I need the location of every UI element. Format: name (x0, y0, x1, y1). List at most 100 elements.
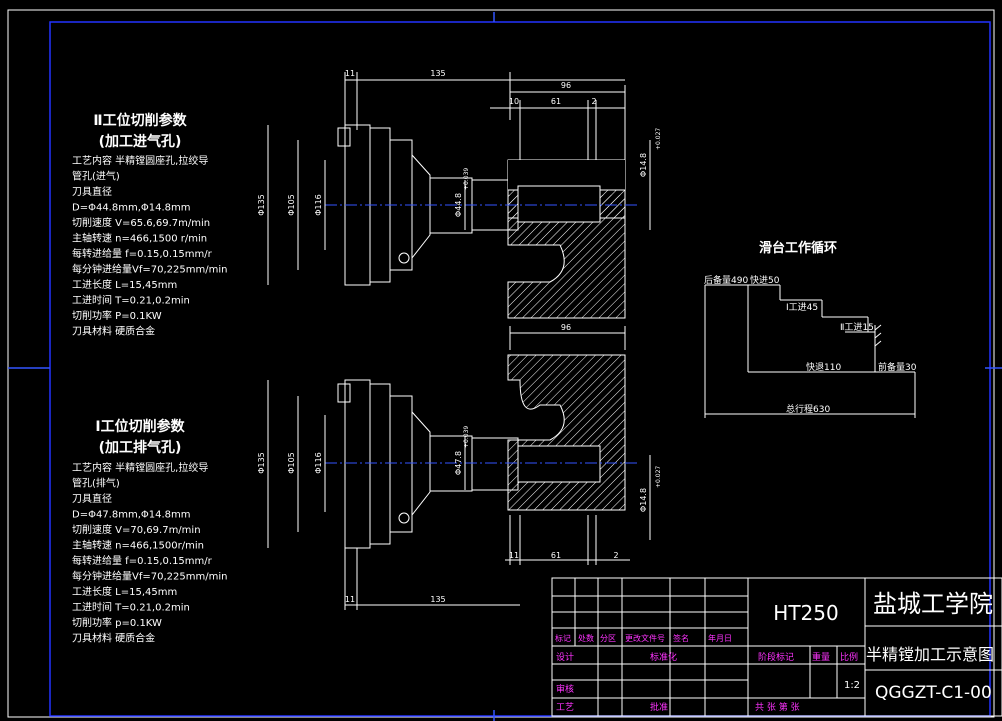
dim-tolerance: +0.027 (655, 128, 662, 150)
dim-label: 61 (551, 97, 561, 106)
param-row: 切削速度 V=65.6,69.7m/min (72, 216, 210, 229)
tb-stage: 阶段标记 (758, 651, 794, 663)
tb-header-cell: 年月日 (708, 633, 732, 643)
tb-design: 设计 (556, 651, 574, 663)
work-cycle-diagram (704, 284, 916, 418)
bottom-dim-labels: 96 11 61 2 11 135 Φ135 Φ105 Φ116 Φ47.8 +… (257, 323, 662, 604)
bottom-station-params: Ⅰ工位切削参数 (加工排气孔) 工艺内容 半精镗圆座孔,拉绞导 管孔(排气)刀具… (72, 418, 227, 645)
top-station-params: Ⅱ工位切削参数 (加工进气孔) 工艺内容 半精镗圆座孔,拉绞导 管孔(进气)刀具… (72, 112, 227, 338)
dim-label: 61 (551, 551, 561, 560)
cycle-label: 快退110 (806, 361, 841, 373)
tb-header-cell: 签名 (673, 633, 689, 643)
bottom-param-rows: 工艺内容 半精镗圆座孔,拉绞导 管孔(排气) 刀具直径 D=Φ47.8mm,Φ14.… (72, 461, 227, 645)
tb-approve: 批准 (650, 701, 668, 713)
param-row: 管孔(排气) (72, 477, 120, 490)
title-block-border (551, 577, 1002, 717)
outer-border (7, 9, 995, 718)
dim-label: 11 (509, 551, 519, 560)
top-machining-view (267, 72, 651, 319)
top-station-title: Ⅱ工位切削参数 (93, 112, 187, 129)
cycle-label: Ⅰ工进45 (786, 302, 818, 313)
bolt-circle (398, 512, 410, 524)
dim-label: Φ14.8 (639, 153, 648, 177)
dim-label: Φ116 (314, 452, 323, 474)
title-block (551, 577, 1002, 717)
param-row: 工进时间 T=0.21,0.2min (72, 601, 190, 614)
dim-label: 10 (509, 97, 519, 106)
cycle-label: Ⅱ工进15 (840, 322, 874, 333)
cycle-title: 滑台工作循环 (759, 240, 837, 256)
spindle-neck (411, 154, 431, 259)
bore-hole (517, 445, 601, 483)
work-cycle-labels: 滑台工作循环 后备量490 快进50 Ⅰ工进45 Ⅱ工进15 快退110 前备量… (704, 240, 917, 415)
dim-label: Φ47.8 (454, 451, 463, 475)
dim-tolerance: +0.039 (463, 168, 470, 190)
title-block-text: HT250 盐城工学院 半精镗加工示意图 QGGZT-C1-00 1:2 标记处… (555, 590, 994, 713)
dim-label: 2 (591, 97, 596, 106)
bore-hole (517, 185, 601, 223)
dim-label: Φ135 (257, 194, 266, 216)
param-row: 切削功率 p=0.1KW (72, 616, 162, 629)
scale-value: 1:2 (844, 680, 860, 691)
dim-label: 11 (345, 595, 355, 604)
tb-ratio: 比例 (840, 651, 858, 663)
tb-sheets: 共 张 第 张 (755, 701, 800, 713)
param-row: D=Φ44.8mm,Φ14.8mm (72, 203, 191, 214)
dim-label: Φ105 (287, 452, 296, 474)
tb-header-cell: 更改文件号 (625, 633, 665, 643)
dim-label: Φ135 (257, 452, 266, 474)
spindle-housing (389, 395, 413, 533)
spindle-lug (337, 383, 351, 403)
school-name: 盐城工学院 (873, 590, 993, 618)
dim-label: 2 (613, 551, 618, 560)
dim-label: 96 (561, 81, 571, 90)
tb-header-row: 标记处数分区更改文件号签名年月日 (555, 633, 732, 643)
dim-label: Φ14.8 (639, 488, 648, 512)
dim-tolerance: +0.039 (463, 426, 470, 448)
dim-label: 135 (430, 69, 445, 78)
top-station-subtitle: (加工进气孔) (99, 133, 182, 150)
cycle-label: 前备量30 (878, 361, 917, 373)
cycle-label: 快进50 (750, 274, 780, 286)
spindle-lug (337, 127, 351, 147)
spindle-flange (344, 379, 371, 549)
param-row: 主轴转速 n=466,1500 r/min (72, 232, 207, 245)
tb-header-cell: 分区 (600, 634, 616, 643)
param-row: 切削功率 P=0.1KW (72, 309, 162, 322)
tb-weight: 重量 (812, 651, 830, 663)
param-row: 刀具直径 (72, 492, 112, 505)
dim-label: 96 (561, 323, 571, 332)
drawing-title: 半精镗加工示意图 (866, 645, 994, 664)
param-row: 每转进给量 f=0.15,0.15mm/r (72, 554, 213, 567)
stop-hatch (874, 324, 882, 347)
drawing-frame (49, 21, 991, 717)
material-label: HT250 (773, 601, 838, 625)
tb-check: 审核 (556, 683, 574, 695)
param-row: 工艺内容 半精镗圆座孔,拉绞导 (72, 461, 208, 474)
spindle-body (369, 383, 391, 545)
param-row: 每分钟进给量Vf=70,225mm/min (72, 263, 227, 276)
top-dim-labels: 11 135 96 10 61 2 Φ135 Φ105 Φ116 Φ44.8 +… (257, 69, 662, 217)
tb-process: 工艺 (556, 702, 574, 713)
cycle-label: 后备量490 (704, 274, 748, 286)
dim-tolerance: +0.027 (655, 466, 662, 488)
cycle-label: 总行程630 (786, 403, 830, 415)
param-row: 工进长度 L=15,45mm (72, 585, 177, 598)
tb-header-cell: 处数 (578, 633, 594, 643)
param-row: D=Φ47.8mm,Φ14.8mm (72, 510, 191, 521)
dim-label: 135 (430, 595, 445, 604)
param-row: 切削速度 V=70,69.7m/min (72, 523, 201, 536)
dim-label: Φ105 (287, 194, 296, 216)
param-row: 刀具直径 (72, 185, 112, 198)
param-row: 工进长度 L=15,45mm (72, 278, 177, 291)
param-row: 工艺内容 半精镗圆座孔,拉绞导 (72, 154, 208, 167)
bottom-machining-view (267, 326, 651, 610)
top-param-rows: 工艺内容 半精镗圆座孔,拉绞导 管孔(进气)刀具直径D=Φ44.8mm,Φ14.… (72, 154, 227, 338)
param-row: 每分钟进给量Vf=70,225mm/min (72, 570, 227, 583)
workpiece-section (507, 354, 626, 511)
dim-label: 11 (345, 69, 355, 78)
bottom-station-subtitle: (加工排气孔) (99, 439, 182, 456)
bolt-circle (398, 252, 410, 264)
param-row: 工进时间 T=0.21,0.2min (72, 294, 190, 307)
